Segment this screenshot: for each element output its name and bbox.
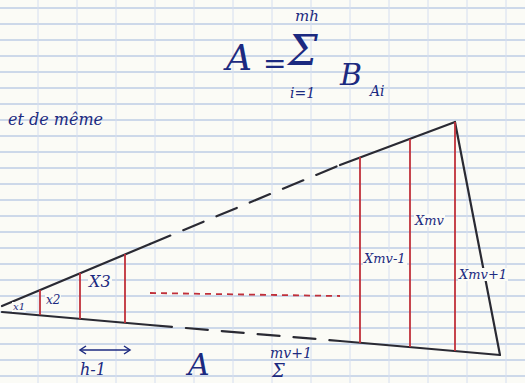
formula-symbol: = [263, 50, 286, 78]
formula-bound: mh [295, 9, 319, 24]
formula-symbol: Σ [272, 362, 285, 380]
formula-symbol: B [340, 60, 362, 90]
formula-subscript: Ai [370, 84, 385, 98]
segment-label: X3 [88, 274, 112, 290]
formula-symbol: Σ [288, 30, 318, 72]
segment-label: x2 [45, 294, 61, 306]
dimension-label: h-1 [80, 362, 106, 378]
segment-label: Xmv+1 [458, 268, 508, 281]
segment-label: Xmv [414, 214, 445, 227]
note-text: et de même [8, 112, 103, 128]
formula-symbol: A [226, 40, 252, 76]
segment-label: x1 [12, 302, 26, 312]
formula-bound: i=1 [290, 86, 315, 100]
formula-symbol: A [188, 350, 210, 380]
segment-label: Xmv-1 [363, 252, 407, 265]
formula-bound: mv+1 [270, 346, 312, 360]
